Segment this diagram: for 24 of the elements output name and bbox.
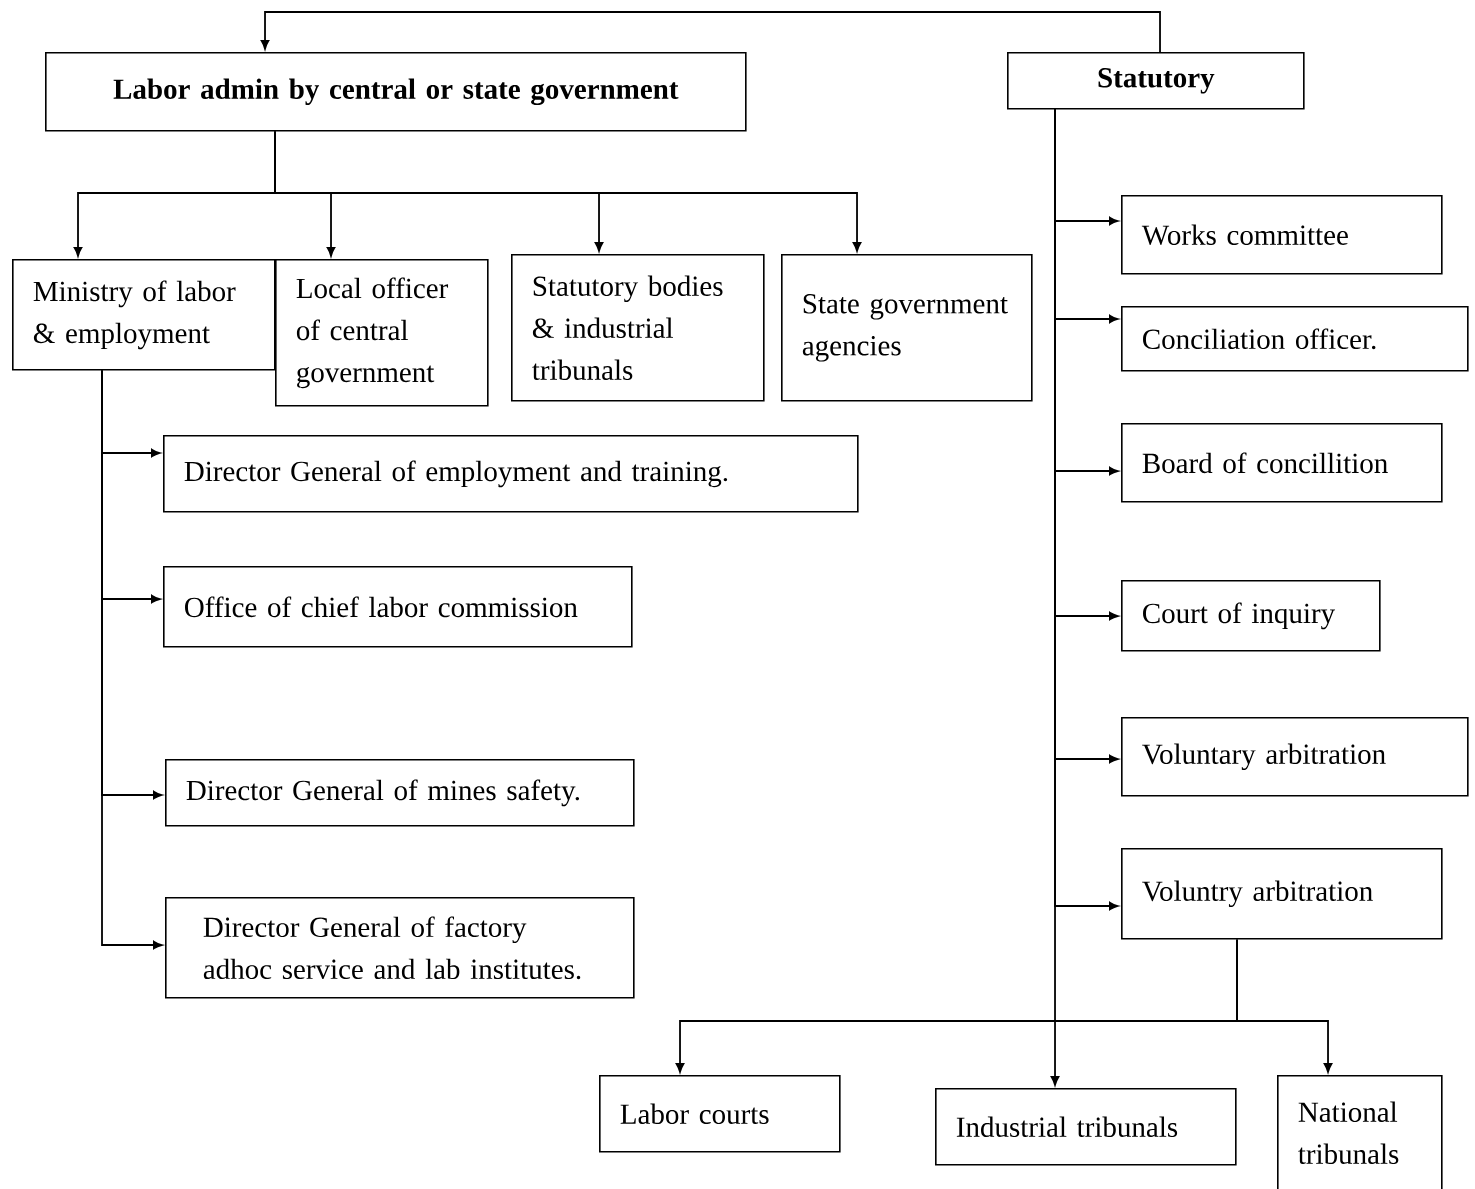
box: Director General of mines safety. xyxy=(165,759,635,827)
box: Labor courts xyxy=(599,1075,841,1153)
box: State government agencies xyxy=(781,254,1033,402)
box: Voluntary arbitration xyxy=(1121,717,1469,797)
arrow xyxy=(260,11,1161,53)
arrow xyxy=(274,130,862,252)
arrow xyxy=(1236,938,1333,1073)
box: National tribunals xyxy=(1277,1075,1443,1189)
box: Conciliation officer. xyxy=(1121,306,1469,372)
arrow xyxy=(1050,108,1060,1086)
box: Ministry of labor & employment xyxy=(12,259,276,371)
box: Board of concillition xyxy=(1121,423,1443,503)
box: Office of chief labor commission xyxy=(163,566,633,648)
box: Industrial tribunals xyxy=(935,1088,1237,1166)
box: Court of inquiry xyxy=(1121,580,1381,652)
box: Labor admin by central or state government xyxy=(45,52,747,132)
box: Director General of factory adhoc service and lab institutes. xyxy=(165,897,635,999)
arrow xyxy=(101,369,163,950)
box: Statutory xyxy=(1007,52,1305,110)
box: Local officer of central government xyxy=(275,259,489,407)
box: Director General of employment and training. xyxy=(163,435,859,513)
box: Statutory bodies & industrial tribunals xyxy=(511,254,765,402)
box: Works committee xyxy=(1121,195,1443,275)
box: Voluntry arbitration xyxy=(1121,848,1443,940)
